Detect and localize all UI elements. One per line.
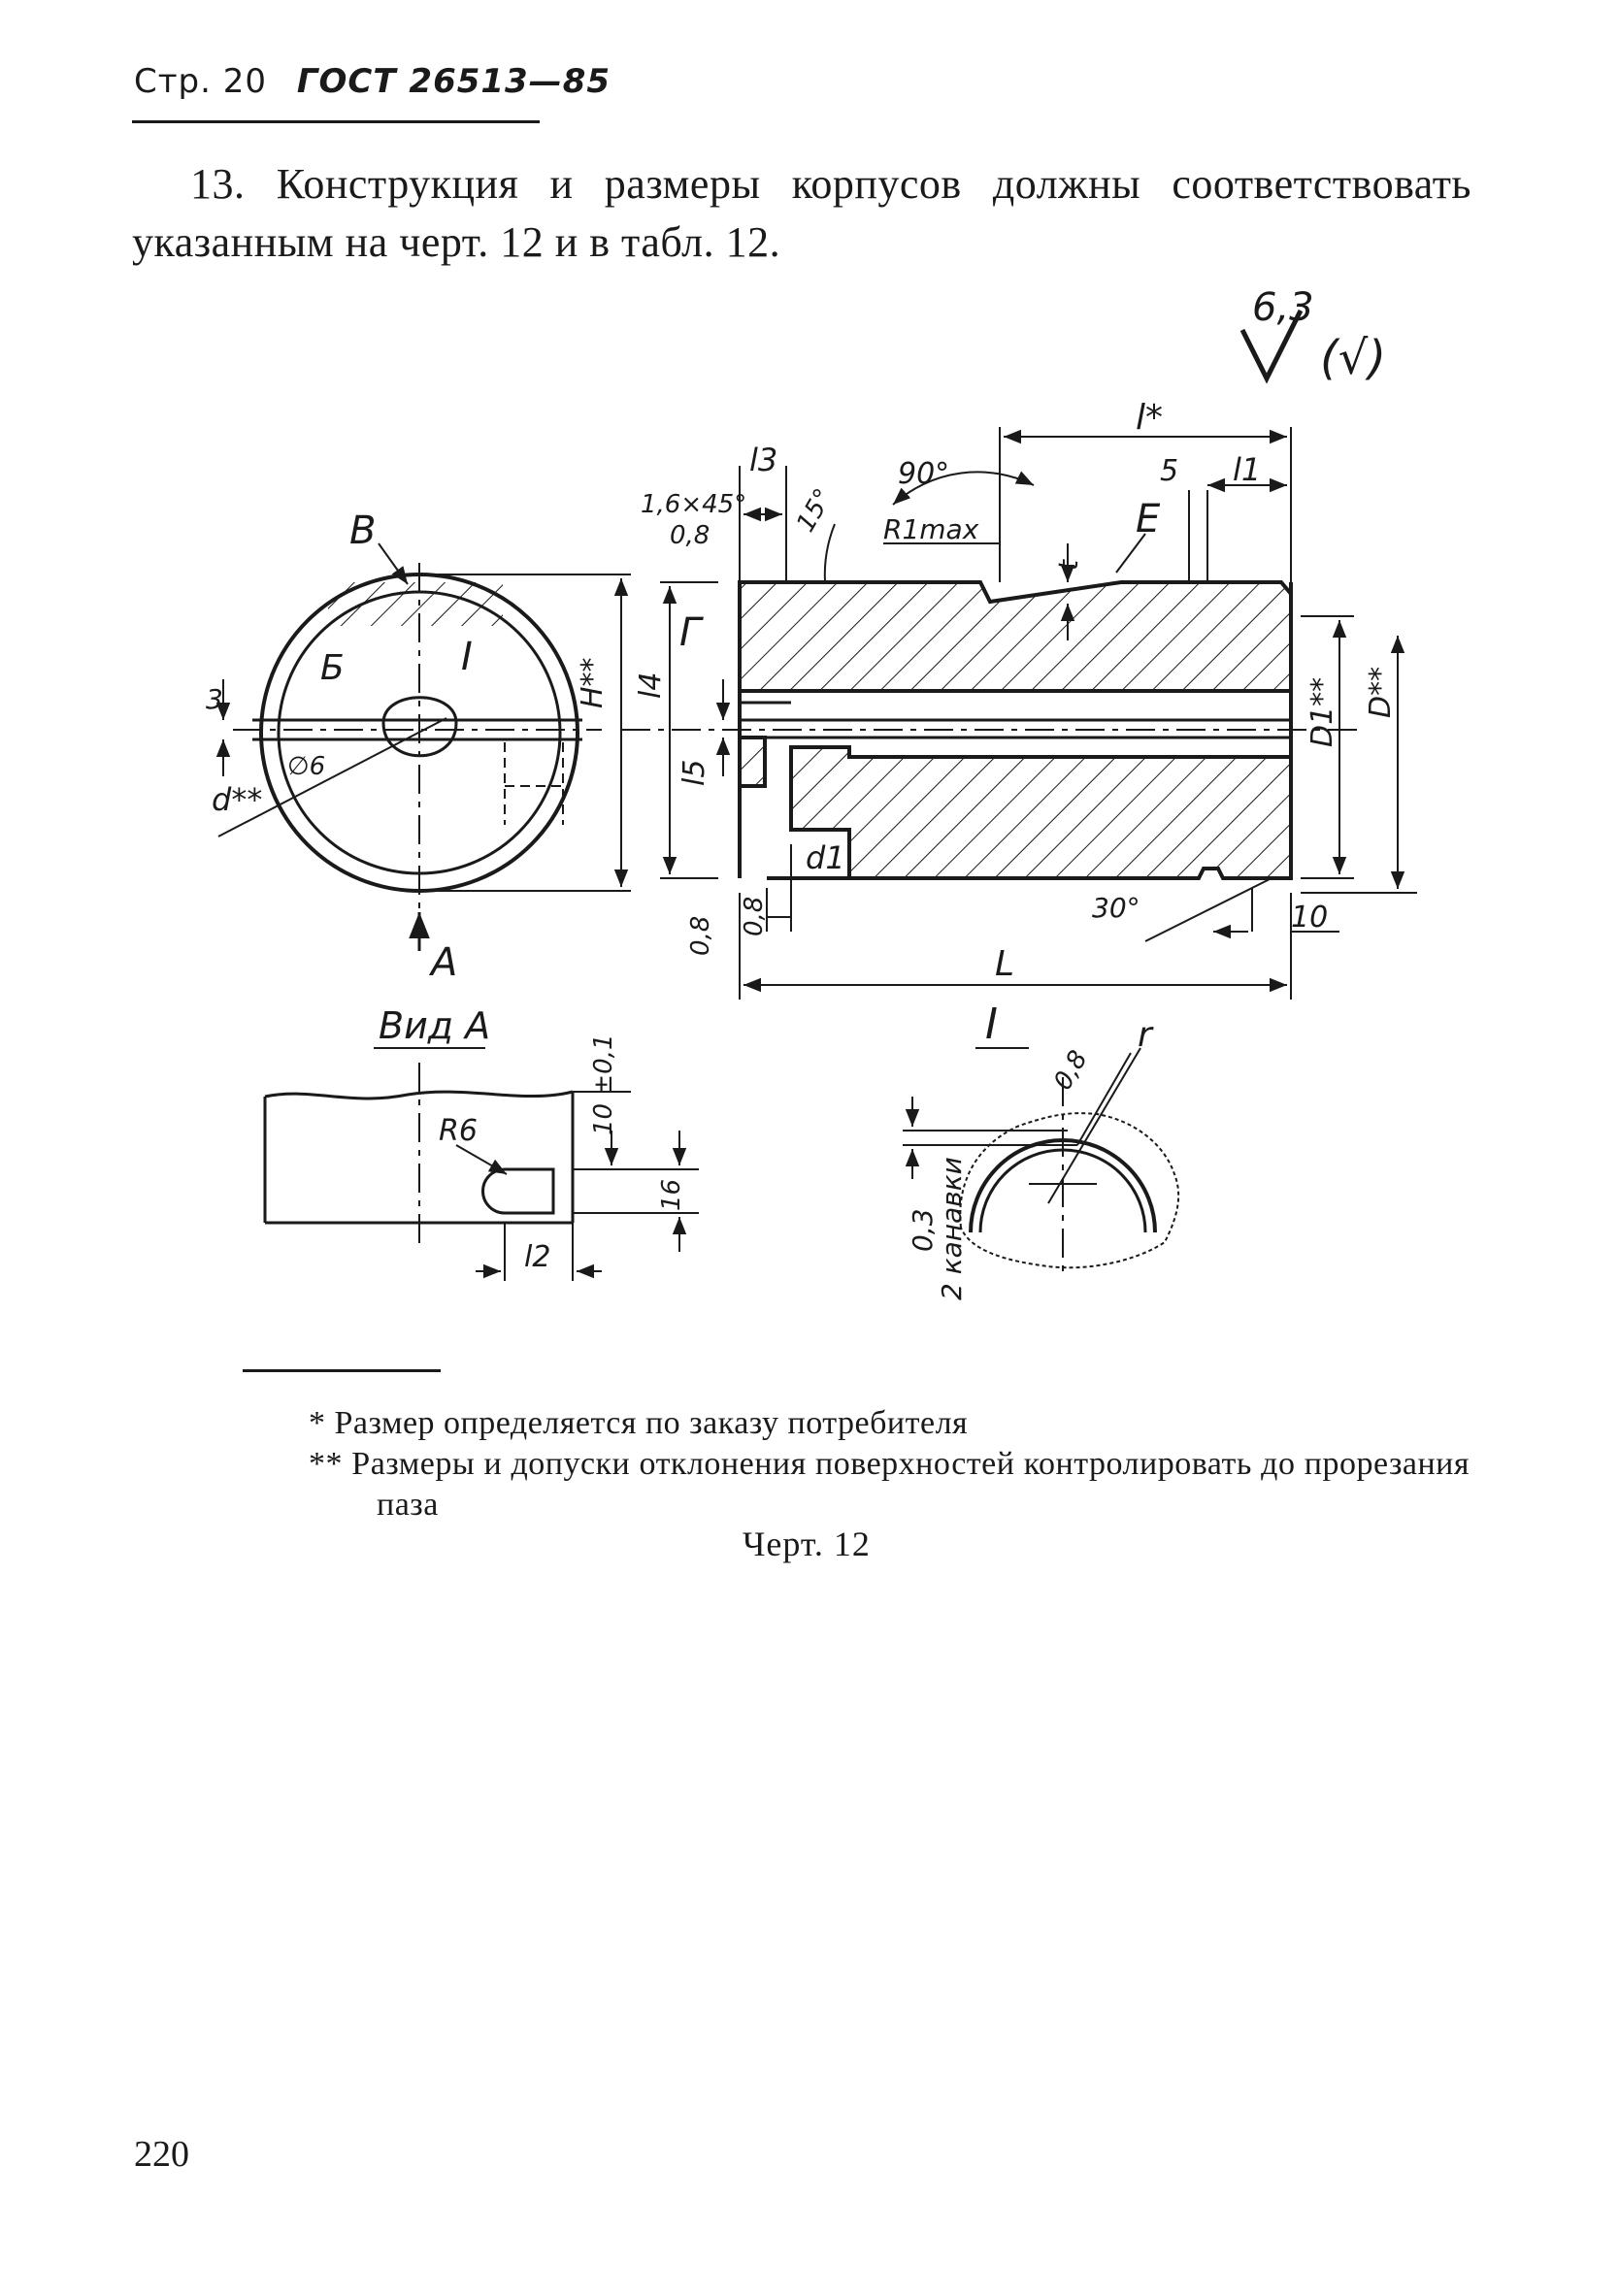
- view-A-title: Вид А: [379, 1004, 490, 1047]
- intro-line-2: указанным на черт. 12 и в табл. 12.: [132, 218, 781, 266]
- dim-l3: l3: [749, 442, 777, 478]
- dim-l2: l2: [524, 1240, 550, 1274]
- dim-chamfer: 1,6×45°: [641, 490, 746, 519]
- dim-r: r: [1138, 1015, 1154, 1055]
- footnote-rule: [243, 1369, 441, 1372]
- dim-H: H**: [576, 657, 610, 708]
- dim-D: D**: [1364, 667, 1398, 718]
- roughness-bottom-2: 0,8: [740, 897, 769, 936]
- section-view: [621, 580, 1359, 880]
- dim-3: 3: [206, 683, 223, 715]
- angle-30: 30°: [1092, 892, 1140, 924]
- dim-5: 5: [1160, 454, 1178, 488]
- dim-R1max: R1max: [883, 513, 979, 545]
- footnote-1: * Размер определяется по заказу потребит…: [309, 1405, 969, 1441]
- label-detail-I: I: [461, 635, 473, 679]
- page-number: 220: [134, 2134, 189, 2175]
- dim-d: d**: [212, 781, 262, 818]
- dim-L: L: [995, 944, 1014, 984]
- roughness-chamfer: 0,8: [670, 521, 710, 550]
- roughness-value: 6,3: [1252, 285, 1314, 330]
- detail-I: [903, 1047, 1180, 1271]
- dim-10: 10: [1291, 901, 1328, 935]
- dim-R6: R6: [439, 1114, 478, 1148]
- page-label: Стр. 20: [134, 62, 268, 101]
- dim-d1: d1: [806, 839, 845, 876]
- figure-caption: Черт. 12: [743, 1525, 871, 1563]
- dim-l4: l4: [634, 672, 668, 699]
- detail-roughness: 0,8: [1048, 1046, 1094, 1096]
- roughness-note: (√): [1320, 331, 1386, 385]
- dim-phi6: ∅6: [287, 752, 325, 781]
- detail-I-title: I: [985, 1000, 998, 1049]
- section-dimensions: [660, 427, 1417, 1000]
- label-V: В: [349, 508, 376, 553]
- roughness-check-icon: [1239, 309, 1304, 384]
- dim-10-tol: 10 ±0,1: [589, 1034, 618, 1135]
- angle-90: 90°: [898, 457, 949, 491]
- angle-15: 15°: [791, 484, 839, 538]
- dim-D1: D1**: [1305, 677, 1339, 747]
- page-header: Стр. 20 ГОСТ 26513—85: [134, 62, 611, 101]
- header-rule: [132, 120, 540, 123]
- dim-l1: l1: [1233, 451, 1261, 488]
- roughness-bottom-1: 0,8: [686, 916, 715, 956]
- intro-paragraph: 13. Конструкция и размеры корпусов должн…: [132, 155, 1471, 272]
- front-hatch: [328, 582, 503, 626]
- view-arrow-A: A: [428, 940, 457, 985]
- standard-number: ГОСТ 26513—85: [296, 62, 611, 101]
- footnotes: * Размер определяется по заказу потребит…: [241, 1403, 1470, 1525]
- label-B: Б: [320, 648, 345, 688]
- label-G: Г: [679, 610, 704, 655]
- label-E: Е: [1136, 497, 1161, 541]
- footnote-2: ** Размеры и допуски отклонения поверхно…: [309, 1446, 1470, 1523]
- label-grooves: 2 канавки: [936, 1157, 968, 1300]
- dim-t: t: [1052, 559, 1084, 571]
- dim-l5: l5: [677, 760, 711, 786]
- view-A: [263, 1063, 699, 1281]
- dim-16: 16: [657, 1179, 686, 1211]
- roughness-symbol: 6,3 (√): [1239, 285, 1386, 385]
- technical-drawing: 6,3 (√) В Б I 3 ∅6 d** H** A: [206, 285, 1417, 1300]
- dim-l-star: l*: [1136, 398, 1163, 438]
- intro-line-1: 13. Конструкция и размеры корпусов должн…: [190, 160, 1471, 208]
- dim-0-3: 0,3: [907, 1208, 939, 1252]
- front-view: [215, 542, 631, 951]
